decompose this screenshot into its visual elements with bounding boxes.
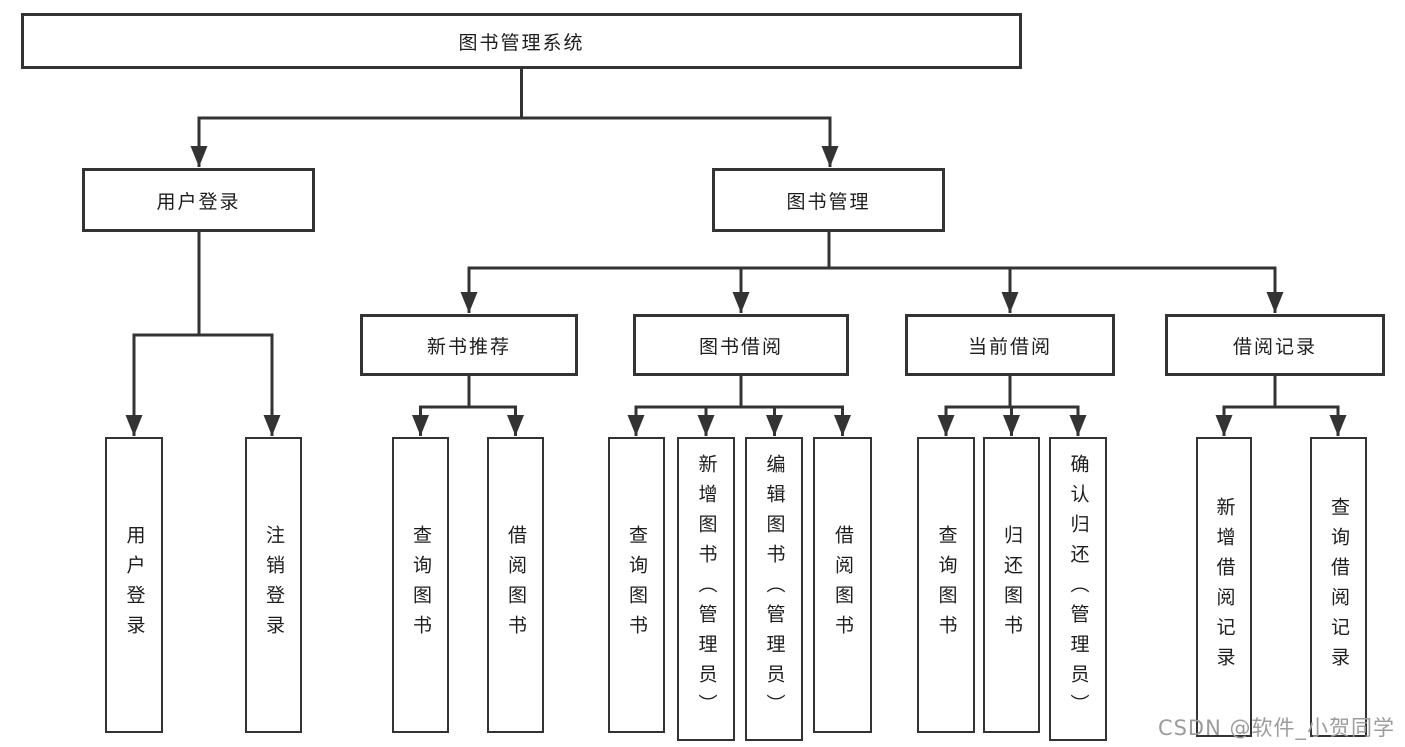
- node-label: 借阅记录: [1232, 335, 1317, 358]
- node-label: 图书借阅: [698, 335, 783, 358]
- csdn-watermark: CSDN @软件_小贺同学: [1157, 716, 1395, 740]
- leaf-logout: 注销登录: [245, 437, 302, 733]
- leaf-label: 确认归还（管理员）: [1067, 454, 1090, 724]
- leaf-edit-book-admin: 编辑图书（管理员）: [745, 437, 803, 741]
- node-label: 当前借阅: [967, 335, 1052, 358]
- leaf-label: 借阅图书: [832, 525, 854, 645]
- node-borrow-records: 借阅记录: [1165, 314, 1385, 376]
- node-book-borrow: 图书借阅: [633, 314, 849, 376]
- leaf-label: 新增借阅记录: [1213, 497, 1236, 677]
- leaf-confirm-return-admin: 确认归还（管理员）: [1049, 437, 1107, 741]
- leaf-add-book-admin: 新增图书（管理员）: [677, 437, 735, 741]
- leaf-borrow-books-1: 借阅图书: [487, 437, 544, 733]
- leaf-label: 用户登录: [123, 525, 146, 645]
- node-new-book-recommend: 新书推荐: [360, 314, 578, 376]
- leaf-borrow-books-2: 借阅图书: [813, 437, 872, 733]
- leaf-query-books-2: 查询图书: [608, 437, 665, 733]
- leaf-label: 查询图书: [410, 525, 432, 645]
- leaf-query-books-3: 查询图书: [917, 437, 975, 733]
- leaf-label: 查询借阅记录: [1328, 497, 1350, 677]
- node-label: 图书管理: [786, 190, 871, 213]
- leaf-label: 借阅图书: [505, 525, 527, 645]
- leaf-label: 归还图书: [1001, 525, 1023, 645]
- leaf-label: 注销登录: [263, 525, 285, 645]
- leaf-query-books-1: 查询图书: [392, 437, 449, 733]
- leaf-user-login: 用户登录: [105, 437, 163, 733]
- leaf-query-borrow-record: 查询借阅记录: [1310, 437, 1367, 737]
- leaf-add-borrow-record: 新增借阅记录: [1196, 437, 1252, 737]
- leaf-return-book: 归还图书: [983, 437, 1040, 733]
- node-user-login: 用户登录: [82, 168, 315, 232]
- leaf-label: 编辑图书（管理员）: [763, 454, 786, 724]
- node-current-borrow: 当前借阅: [905, 314, 1115, 376]
- node-root-library-system: 图书管理系统: [21, 13, 1022, 69]
- leaf-label: 查询图书: [626, 525, 648, 645]
- node-label: 新书推荐: [426, 335, 511, 358]
- leaf-label: 新增图书（管理员）: [695, 454, 718, 724]
- node-label: 用户登录: [156, 190, 241, 213]
- node-label: 图书管理系统: [458, 31, 585, 54]
- node-book-management: 图书管理: [712, 168, 945, 232]
- leaf-label: 查询图书: [935, 525, 958, 645]
